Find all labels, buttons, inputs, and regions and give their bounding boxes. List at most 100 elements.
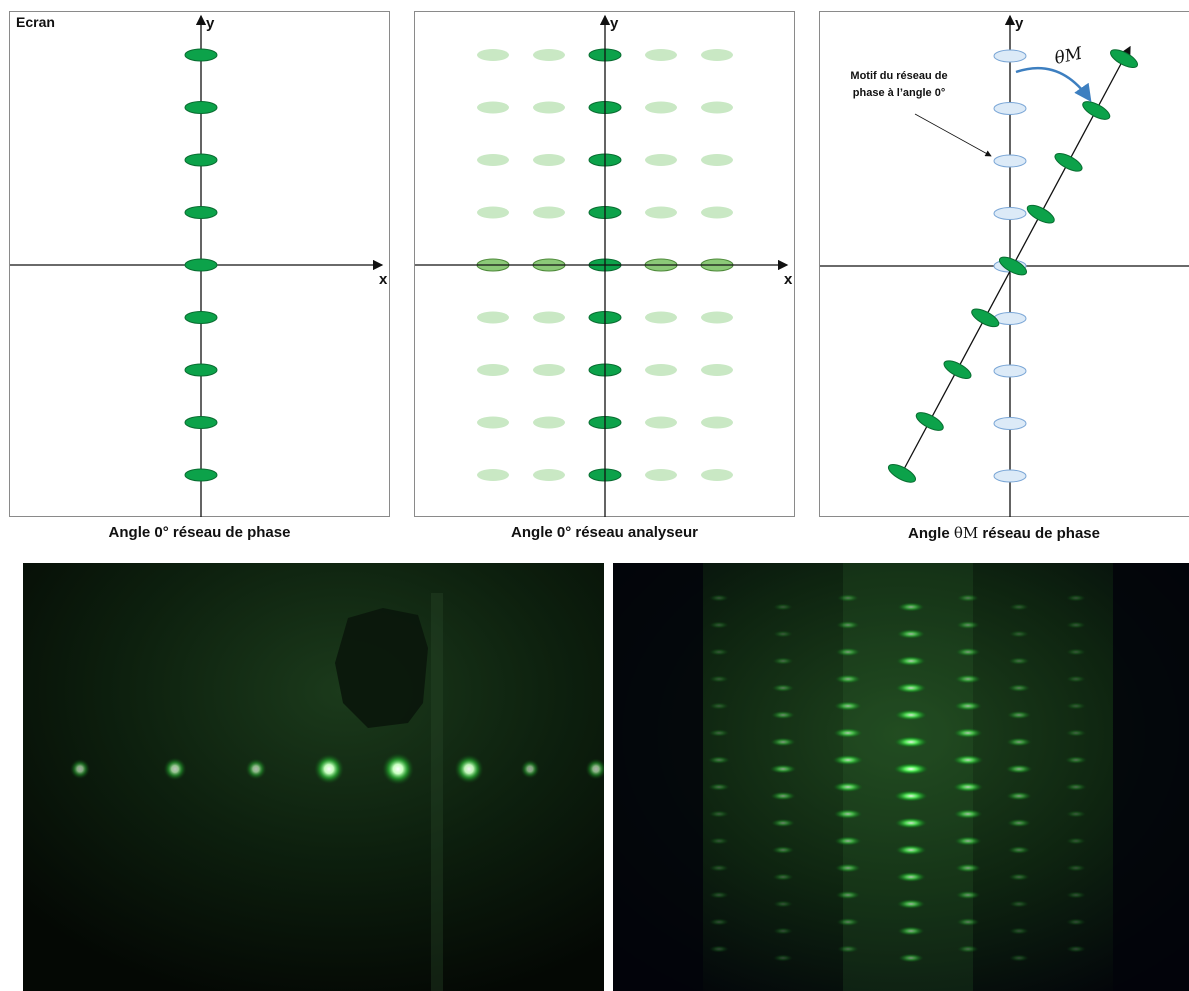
diffraction-spot-faint [701,311,733,324]
reference-spot [993,469,1027,483]
photo-moire-spot [1006,710,1032,720]
photo-moire-spot [956,594,980,602]
diffraction-spot-faint [701,101,733,114]
photo-moire-spot [897,926,925,936]
mount-silhouette [335,608,428,728]
diffraction-spot-faint [477,101,509,114]
diffraction-spots [476,48,734,482]
diffraction-spot [184,363,218,377]
photo-moire-spot [1007,683,1031,693]
diffraction-spot-faint [533,311,565,324]
photo-moire-spot [833,701,863,711]
reference-spot [993,49,1027,63]
photo-moire-spot [709,864,729,872]
photo-moire-spot [772,657,794,665]
y-axis-label: y [206,15,215,32]
photo-moire-spot [836,620,860,630]
photo-moire-spot [1066,837,1086,845]
diffraction-spot-faint [645,101,677,114]
diffraction-spot-faint [477,364,509,376]
photo-moire-spot [1066,945,1086,953]
diffraction-spot-faint [477,416,509,429]
photo-moire-pattern [613,563,1189,991]
rotated-diffraction-spot [943,360,972,380]
photo-moire-spot [893,736,929,748]
photo-moire-spot [1006,737,1032,747]
diffraction-spot-faint [477,49,509,61]
photo-moire-spot [893,790,929,802]
reference-spot [993,207,1027,220]
photo-moire-spot [709,675,729,683]
photo-moire-spot [833,727,863,739]
photo-moire-spot [953,701,983,711]
diffraction-spot [184,101,218,114]
photo-moire-spot [895,655,927,667]
photo-moire-spot [894,817,928,829]
photo-moire-spot [773,927,793,935]
photo-phase-grating-pattern [23,563,604,991]
photo-moire-spot [1008,657,1030,665]
photo-moire-spot [1007,845,1031,855]
photo-moire-spot [773,603,793,611]
photo-moire-spot [1009,954,1029,962]
photo-spot [382,753,414,785]
rotated-diffraction-spot [1026,204,1055,224]
photo-moire-spot [1066,891,1086,899]
photo-moire-spot [952,781,984,793]
photo-spot [245,758,267,780]
photo-moire-spot [897,602,925,612]
photo-moire-spot [1066,621,1086,629]
photo-moire-spot [1065,810,1087,818]
photo-moire-spot [955,890,981,900]
diffraction-spot-faint [701,206,733,219]
phase-theta-diagram: y θM [820,14,1189,517]
photo-moire-scene [613,563,1189,991]
photo-moire-spot [896,629,926,639]
photo-moire-spot [1008,873,1030,881]
diffraction-spot-faint [701,49,733,61]
photo-moire-spot [709,621,729,629]
photo-moire-spot [709,891,729,899]
photo-moire-spot [771,683,795,693]
photo-moire-spot [954,863,982,873]
photo-moire-spot [956,917,980,927]
reference-spot [993,154,1027,168]
photo-moire-spot [709,945,729,953]
diffraction-spot [184,311,218,324]
photo-moire-spot [953,809,983,819]
diffraction-spot-faint [645,206,677,219]
photo-moire-spot [834,863,862,873]
photo-moire-spot [709,702,729,710]
photo-moire-spot [1066,702,1086,710]
photo-moire-spot [952,754,984,766]
rotated-axis [902,45,1131,472]
photo-spot [70,759,90,779]
photo-moire-spot [955,647,981,657]
photo-moire-spot [770,710,796,720]
reference-spots [993,49,1027,483]
reference-pattern-note: Motif du réseau de phase à l’angle 0° [850,70,948,99]
photo-spot [163,757,187,781]
photo-moire-spot [835,890,861,900]
diffraction-spots [184,48,218,482]
photo-moire-spot [709,837,729,845]
diffraction-spot-faint [477,469,509,481]
photo-moire-spot [894,709,928,721]
phase-0-diagram: x y [10,14,388,517]
photo-moire-spot [954,674,982,684]
photo-moire-spot [956,620,980,630]
photo-moire-spot [707,756,731,764]
diffraction-spot-faint [533,416,565,429]
theta-symbol: θM [953,524,979,542]
photo-moire-spot [1006,818,1032,828]
photo-moire-spot [1066,864,1086,872]
diffraction-spot [184,468,218,482]
caption-analyzer-0: Angle 0° réseau analyseur [511,524,698,541]
rotated-diffraction-spot [1109,49,1139,68]
caption-phase-theta: Angle θM réseau de phase [908,524,1100,542]
diffraction-spot-faint [645,469,677,481]
photo-moire-spot [773,954,793,962]
reference-spot [993,417,1027,430]
diffraction-spot-faint [477,206,509,219]
photo-moire-spot [773,630,793,638]
